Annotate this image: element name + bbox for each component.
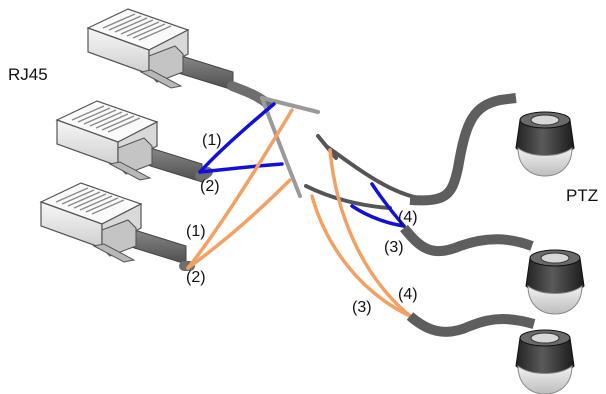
- ptz-camera-icon: [515, 329, 575, 394]
- rj45-plug-icon: [56, 100, 203, 183]
- cable: [409, 93, 517, 206]
- ptz-camera-icon: [525, 249, 585, 315]
- grey-wire: [304, 184, 392, 210]
- ptz-label: PTZ: [566, 186, 598, 205]
- orange-wire: [186, 178, 292, 270]
- rj45-plug-icon: [40, 182, 187, 265]
- pair-label: (1): [186, 223, 206, 240]
- pair-label: (2): [186, 269, 206, 286]
- orange-wire: [310, 194, 412, 318]
- pair-label: (4): [398, 286, 418, 303]
- rj45-plug-icon: [87, 8, 234, 91]
- orange-wire: [328, 148, 412, 318]
- pair-label: (2): [200, 178, 220, 195]
- cable: [400, 224, 534, 257]
- pair-label: (4): [398, 209, 418, 226]
- ptz-camera-icon: [515, 111, 575, 177]
- pair-label: (3): [384, 239, 404, 256]
- orange-wire: [186, 108, 294, 270]
- pair-label: (3): [352, 299, 372, 316]
- pair-label: (1): [202, 132, 222, 149]
- blue-wire: [350, 204, 406, 228]
- cable: [406, 312, 536, 337]
- rj45-label: RJ45: [8, 65, 48, 84]
- grey-wire: [260, 96, 320, 114]
- blue-wire: [198, 162, 284, 174]
- grey-wire: [260, 96, 302, 198]
- blue-wire: [370, 182, 406, 228]
- blue-wire: [198, 102, 276, 174]
